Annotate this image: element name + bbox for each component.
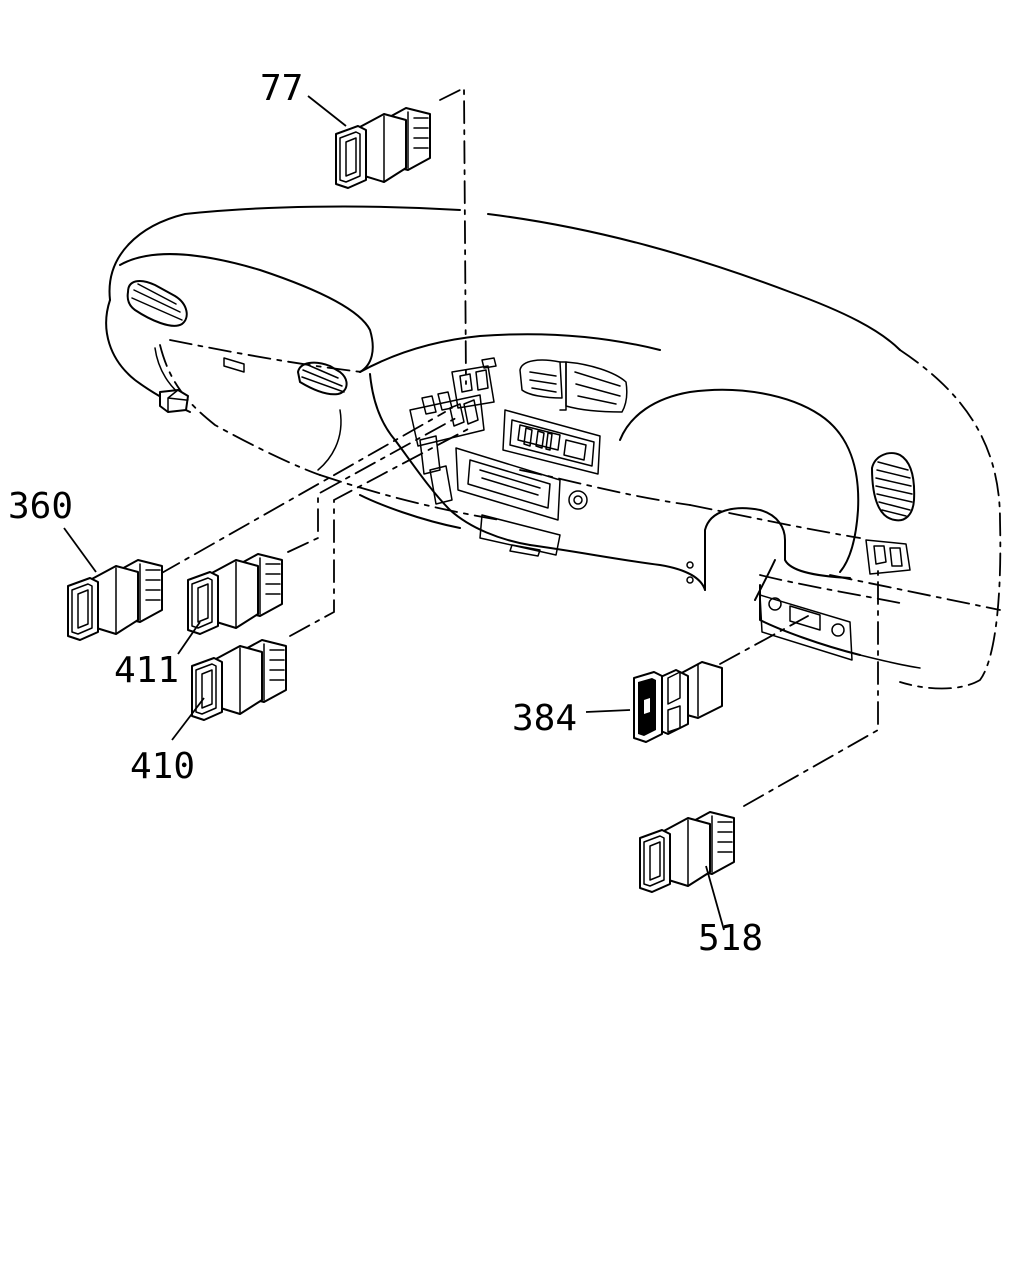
callout-leaders (63, 95, 725, 931)
callout-411: 411 (114, 650, 179, 691)
callout-384: 384 (512, 698, 577, 739)
switch-77 (335, 107, 431, 189)
callout-410: 410 (130, 746, 195, 787)
switch-518 (639, 811, 735, 893)
callout-360: 360 (8, 486, 73, 527)
phantom-lines (159, 86, 879, 807)
switch-410 (191, 639, 287, 721)
callout-518: 518 (698, 918, 763, 959)
callout-77: 77 (260, 68, 303, 109)
switch-384 (633, 661, 723, 743)
dashboard (105, 205, 1002, 690)
switch-411 (187, 553, 283, 635)
switch-360 (67, 559, 163, 641)
